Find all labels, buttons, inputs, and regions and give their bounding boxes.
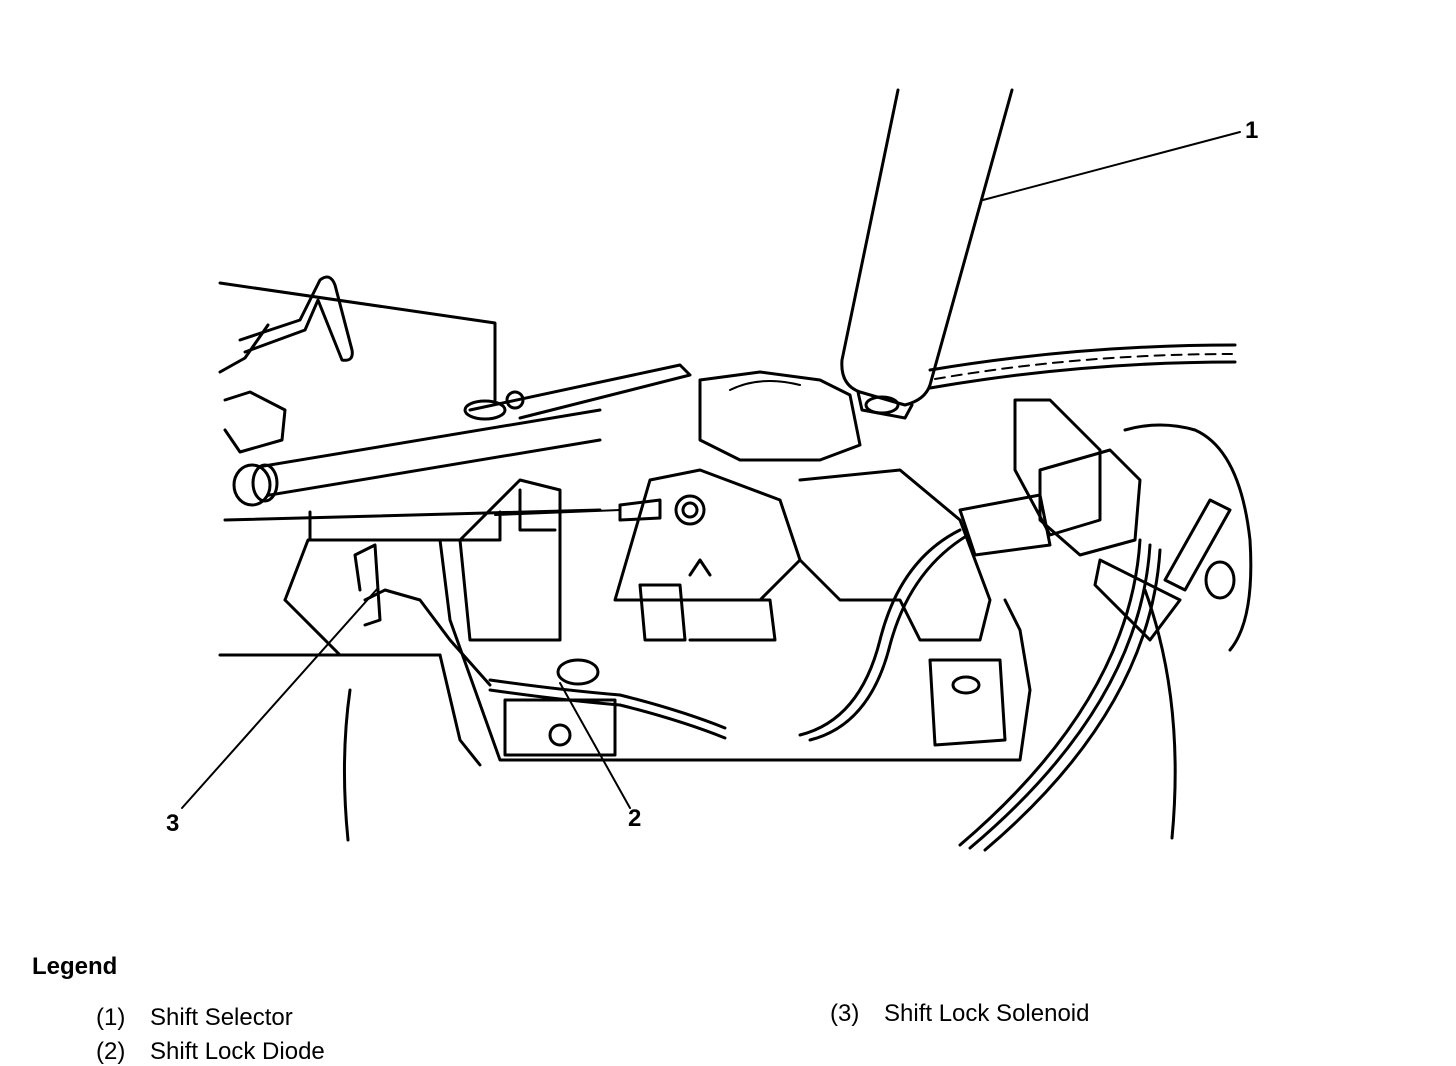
legend-item-number: (2) xyxy=(96,1038,126,1065)
legend-item-label: Shift Lock Solenoid xyxy=(884,1000,1090,1027)
callout-2-label: 2 xyxy=(628,805,642,832)
legend-item-1: (1) Shift Selector xyxy=(96,1004,293,1032)
callout-1-label: 1 xyxy=(1245,117,1259,144)
legend-title: Legend xyxy=(32,953,118,980)
shift-selector xyxy=(840,88,1014,420)
callout-leaders xyxy=(181,131,1241,809)
shift-mechanism-diagram xyxy=(181,88,1253,852)
leader-1 xyxy=(982,131,1241,201)
linkage-rod xyxy=(223,363,692,542)
callout-3-label: 3 xyxy=(166,810,180,837)
shifter-base xyxy=(283,370,1032,767)
column-outline xyxy=(218,281,1253,842)
legend-item-number: (1) xyxy=(96,1004,126,1031)
legend-item-label: Shift Lock Diode xyxy=(150,1038,325,1065)
diode-wire xyxy=(353,543,727,740)
release-handle xyxy=(238,275,354,362)
leader-2 xyxy=(559,682,631,809)
legend-item-number: (3) xyxy=(830,1000,860,1027)
cable-upper-right xyxy=(928,343,1237,390)
leader-3 xyxy=(181,587,379,809)
legend-item-2: (2) Shift Lock Diode xyxy=(96,1038,325,1066)
legend-item-label: Shift Selector xyxy=(150,1004,293,1031)
wiring-harness xyxy=(798,398,1236,852)
legend-item-3: (3) Shift Lock Solenoid xyxy=(830,1000,1089,1028)
